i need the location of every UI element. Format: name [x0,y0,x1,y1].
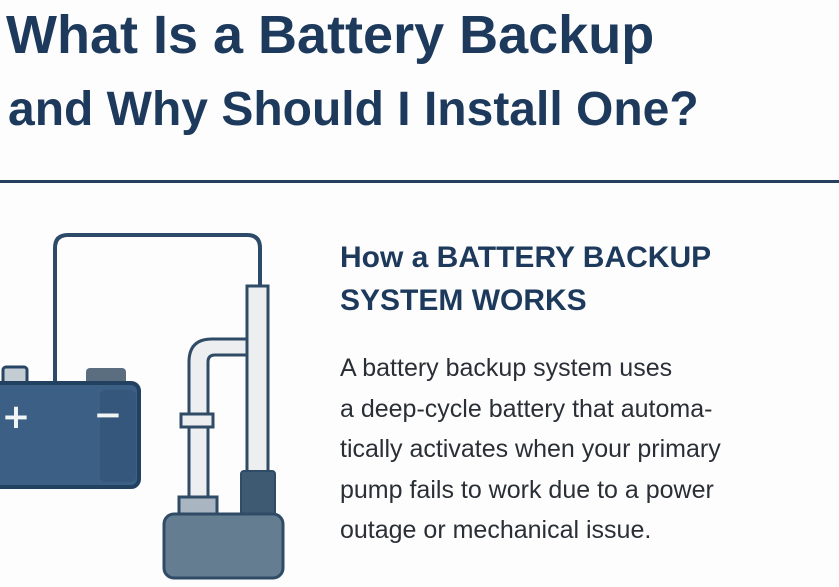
section-heading: How a BATTERY BACKUP SYSTEM WORKS [340,236,830,322]
battery-icon: + − [0,365,141,489]
battery-backup-illustration: + − [0,233,285,580]
title-line-1: What Is a Battery Backup [6,5,655,65]
body-line: a deep-cycle battery that automa- [340,394,713,423]
battery-minus-label: − [94,395,123,435]
divider [0,180,839,183]
section-heading-line-2: SYSTEM WORKS [340,284,587,317]
pump-icon [162,470,285,580]
pipe-icon [179,284,270,500]
title-line-2: and Why Should I Install One? [8,83,699,136]
section-heading-line-1: How a BATTERY BACKUP [340,241,712,274]
body-line: outage or mechanical issue. [340,516,652,544]
body-line: tically activates when your primary [340,435,721,463]
wire-icon [53,233,262,383]
section-body: A battery backup system uses a deep-cycl… [340,348,835,551]
battery-plus-label: + [2,397,31,437]
body-line: pump fails to work due to a power [340,475,714,504]
body-line: A battery backup system uses [340,354,673,382]
